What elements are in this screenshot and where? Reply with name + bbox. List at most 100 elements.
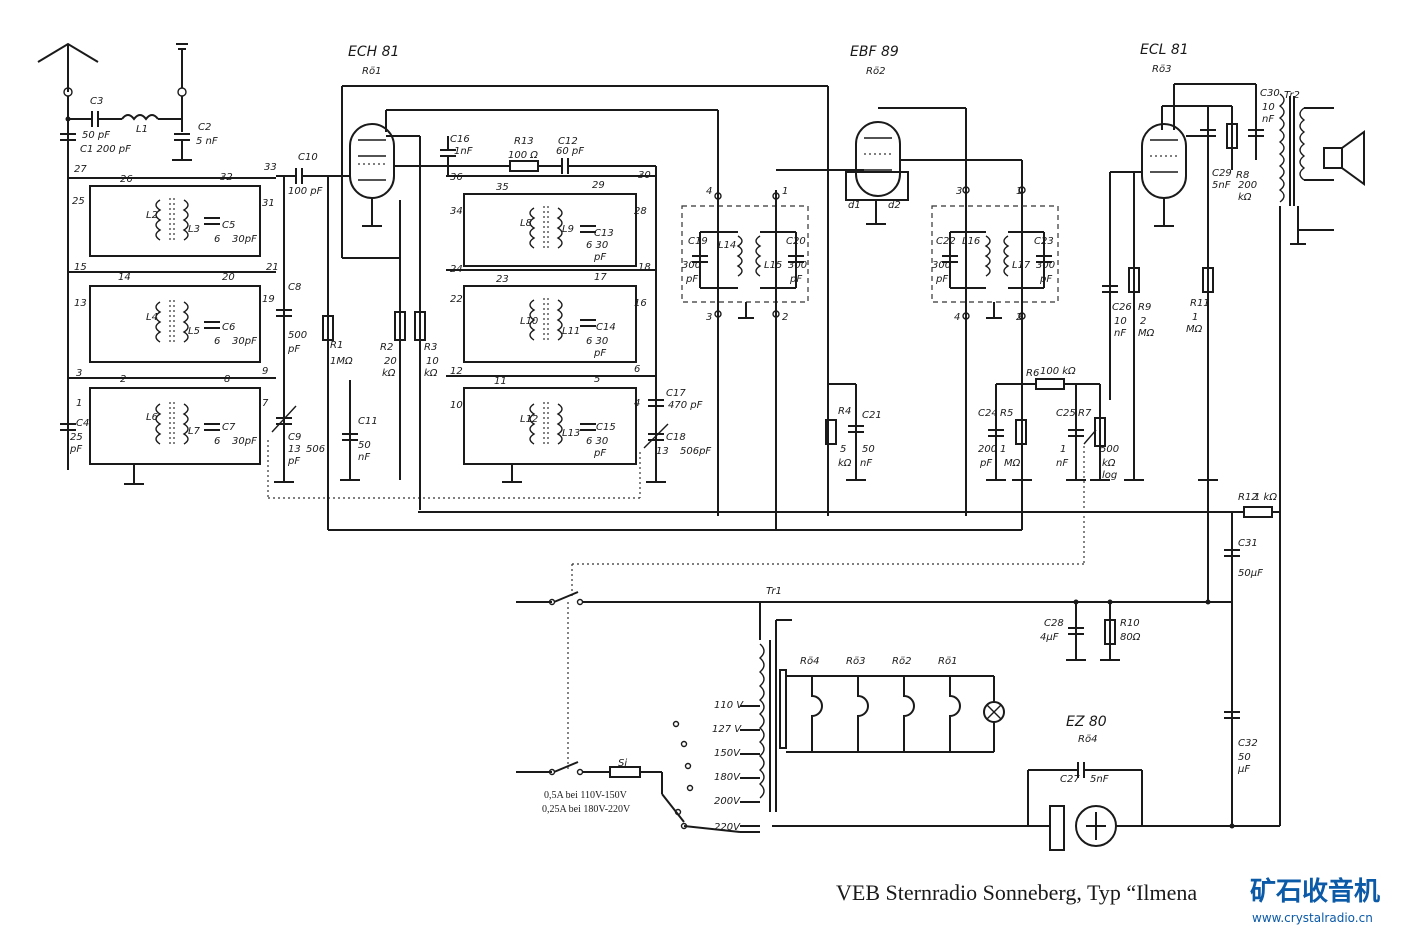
component-labels: C3 50 pF L1 C1 200 pF C2 5 nF 27 26 25 3… xyxy=(69,88,1300,785)
terminal-3: 3 xyxy=(76,368,82,379)
label-c18-min: 13 xyxy=(656,446,669,457)
terminal-33: 33 xyxy=(264,162,277,173)
label-diode-d1: d1 xyxy=(848,200,861,211)
output-transformer xyxy=(1278,93,1365,826)
label-c19-value: 300 xyxy=(682,260,701,271)
label-l4: L4 xyxy=(146,312,158,323)
r4-c21 xyxy=(825,383,866,481)
label-c16-value: 1nF xyxy=(454,146,473,157)
label-c13-value: 6 30 xyxy=(586,240,608,251)
label-r8-value: 200 xyxy=(1238,180,1257,191)
label-c7: C7 xyxy=(222,422,236,433)
filament-label-ro3: Rö3 xyxy=(846,656,865,667)
label-c5: C5 xyxy=(222,220,235,231)
filter2-pin-2: 2 xyxy=(1016,312,1022,323)
label-c22-value: 300 xyxy=(932,260,951,271)
label-l16: L16 xyxy=(962,236,980,247)
terminal-20: 20 xyxy=(222,272,235,283)
label-r3-unit: kΩ xyxy=(424,368,438,379)
label-c25: C25 xyxy=(1056,408,1076,419)
tube-labels: ECH 81 Rö1 EBF 89 Rö2 ECL 81 Rö3 EZ 80 R… xyxy=(348,42,1189,745)
label-r1: R1 xyxy=(330,340,343,351)
tube-label-ecl81: ECL 81 xyxy=(1140,42,1189,58)
label-r6: R6 xyxy=(1026,368,1039,379)
label-r9-value: 2 xyxy=(1140,316,1146,327)
tube-ecl81 xyxy=(1102,83,1264,481)
label-c25-unit: nF xyxy=(1056,458,1068,469)
label-c18-max: 506pF xyxy=(680,446,711,457)
label-c26: C26 xyxy=(1112,302,1132,313)
label-c17: C17 xyxy=(666,388,686,399)
label-r7: R7 xyxy=(1078,408,1092,419)
label-c32: C32 xyxy=(1238,738,1258,749)
label-c27: C27 xyxy=(1060,774,1080,785)
label-c2: C2 xyxy=(198,122,211,133)
label-c31-value: 50μF xyxy=(1238,568,1263,579)
terminal-28: 28 xyxy=(634,206,647,217)
terminal-22: 22 xyxy=(450,294,463,305)
label-l6: L6 xyxy=(146,412,158,423)
label-c19: C19 xyxy=(688,236,708,247)
filament-label-ro2: Rö2 xyxy=(892,656,911,667)
terminal-6: 6 xyxy=(634,364,640,375)
label-r9-unit: MΩ xyxy=(1138,328,1155,339)
terminal-24: 24 xyxy=(450,264,463,275)
label-r12: R12 xyxy=(1238,492,1258,503)
label-l5: L5 xyxy=(188,326,200,337)
label-c8-unit: pF xyxy=(287,344,300,355)
label-c8-value: 500 xyxy=(288,330,307,341)
schematic-caption: VEB Sternradio Sonneberg, Typ “Ilmena xyxy=(836,880,1197,905)
tap-127v: 127 V xyxy=(712,724,742,735)
terminal-21: 21 xyxy=(266,262,279,273)
terminal-26: 26 xyxy=(120,174,133,185)
terminal-1: 1 xyxy=(76,398,82,409)
label-tr2: Tr2 xyxy=(1284,90,1300,101)
label-c6-value: 30pF xyxy=(232,336,257,347)
label-l9: L9 xyxy=(562,224,574,235)
tube-label-ez80: EZ 80 xyxy=(1066,714,1107,730)
label-c31: C31 xyxy=(1238,538,1258,549)
label-l12: L12 xyxy=(520,414,538,425)
label-c13: C13 xyxy=(594,228,614,239)
label-l1: L1 xyxy=(136,124,148,135)
label-c12: C12 xyxy=(558,136,578,147)
power-supply xyxy=(516,591,1280,851)
b-plus-rail xyxy=(328,480,1280,826)
label-r13-value: 100 Ω xyxy=(508,150,538,161)
label-c12-value: 60 pF xyxy=(556,146,584,157)
antenna-input xyxy=(37,42,192,470)
terminal-35: 35 xyxy=(496,182,509,193)
label-r3: R3 xyxy=(424,342,437,353)
label-r10-value: 80Ω xyxy=(1120,632,1141,643)
label-c28-value: 4μF xyxy=(1040,632,1059,643)
detector-volume xyxy=(571,378,1110,596)
label-c9-max: 506 xyxy=(306,444,325,455)
label-c24: C24 xyxy=(978,408,998,419)
label-c4: C4 xyxy=(76,418,89,429)
terminal-2: 2 xyxy=(120,374,126,385)
label-c32-value: 50 xyxy=(1238,752,1251,763)
terminal-31: 31 xyxy=(262,198,275,209)
label-r11-unit: MΩ xyxy=(1186,324,1203,335)
label-c21: C21 xyxy=(862,410,882,421)
filament-label-ro1: Rö1 xyxy=(938,656,957,667)
terminal-16: 16 xyxy=(634,298,647,309)
label-c11: C11 xyxy=(358,416,378,427)
label-c2-value: 5 nF xyxy=(196,136,218,147)
terminal-17: 17 xyxy=(594,272,607,283)
label-diode-d2: d2 xyxy=(888,200,901,211)
tap-220v: 220V xyxy=(714,822,741,833)
label-r5-value: 1 xyxy=(1000,444,1006,455)
fuse-note: 0,5A bei 110V-150V 0,25A bei 180V-220V xyxy=(542,790,631,815)
label-r10: R10 xyxy=(1120,618,1140,629)
label-l7: L7 xyxy=(188,426,201,437)
label-c1: C1 200 pF xyxy=(80,144,131,155)
terminal-9: 9 xyxy=(262,366,268,377)
label-c6-min: 6 xyxy=(214,336,220,347)
terminal-27: 27 xyxy=(74,164,87,175)
label-c23-value: 300 xyxy=(1036,260,1055,271)
label-c30-value: 10 xyxy=(1262,102,1275,113)
label-tr1: Tr1 xyxy=(766,586,782,597)
filter1-pin-4: 4 xyxy=(706,186,712,197)
